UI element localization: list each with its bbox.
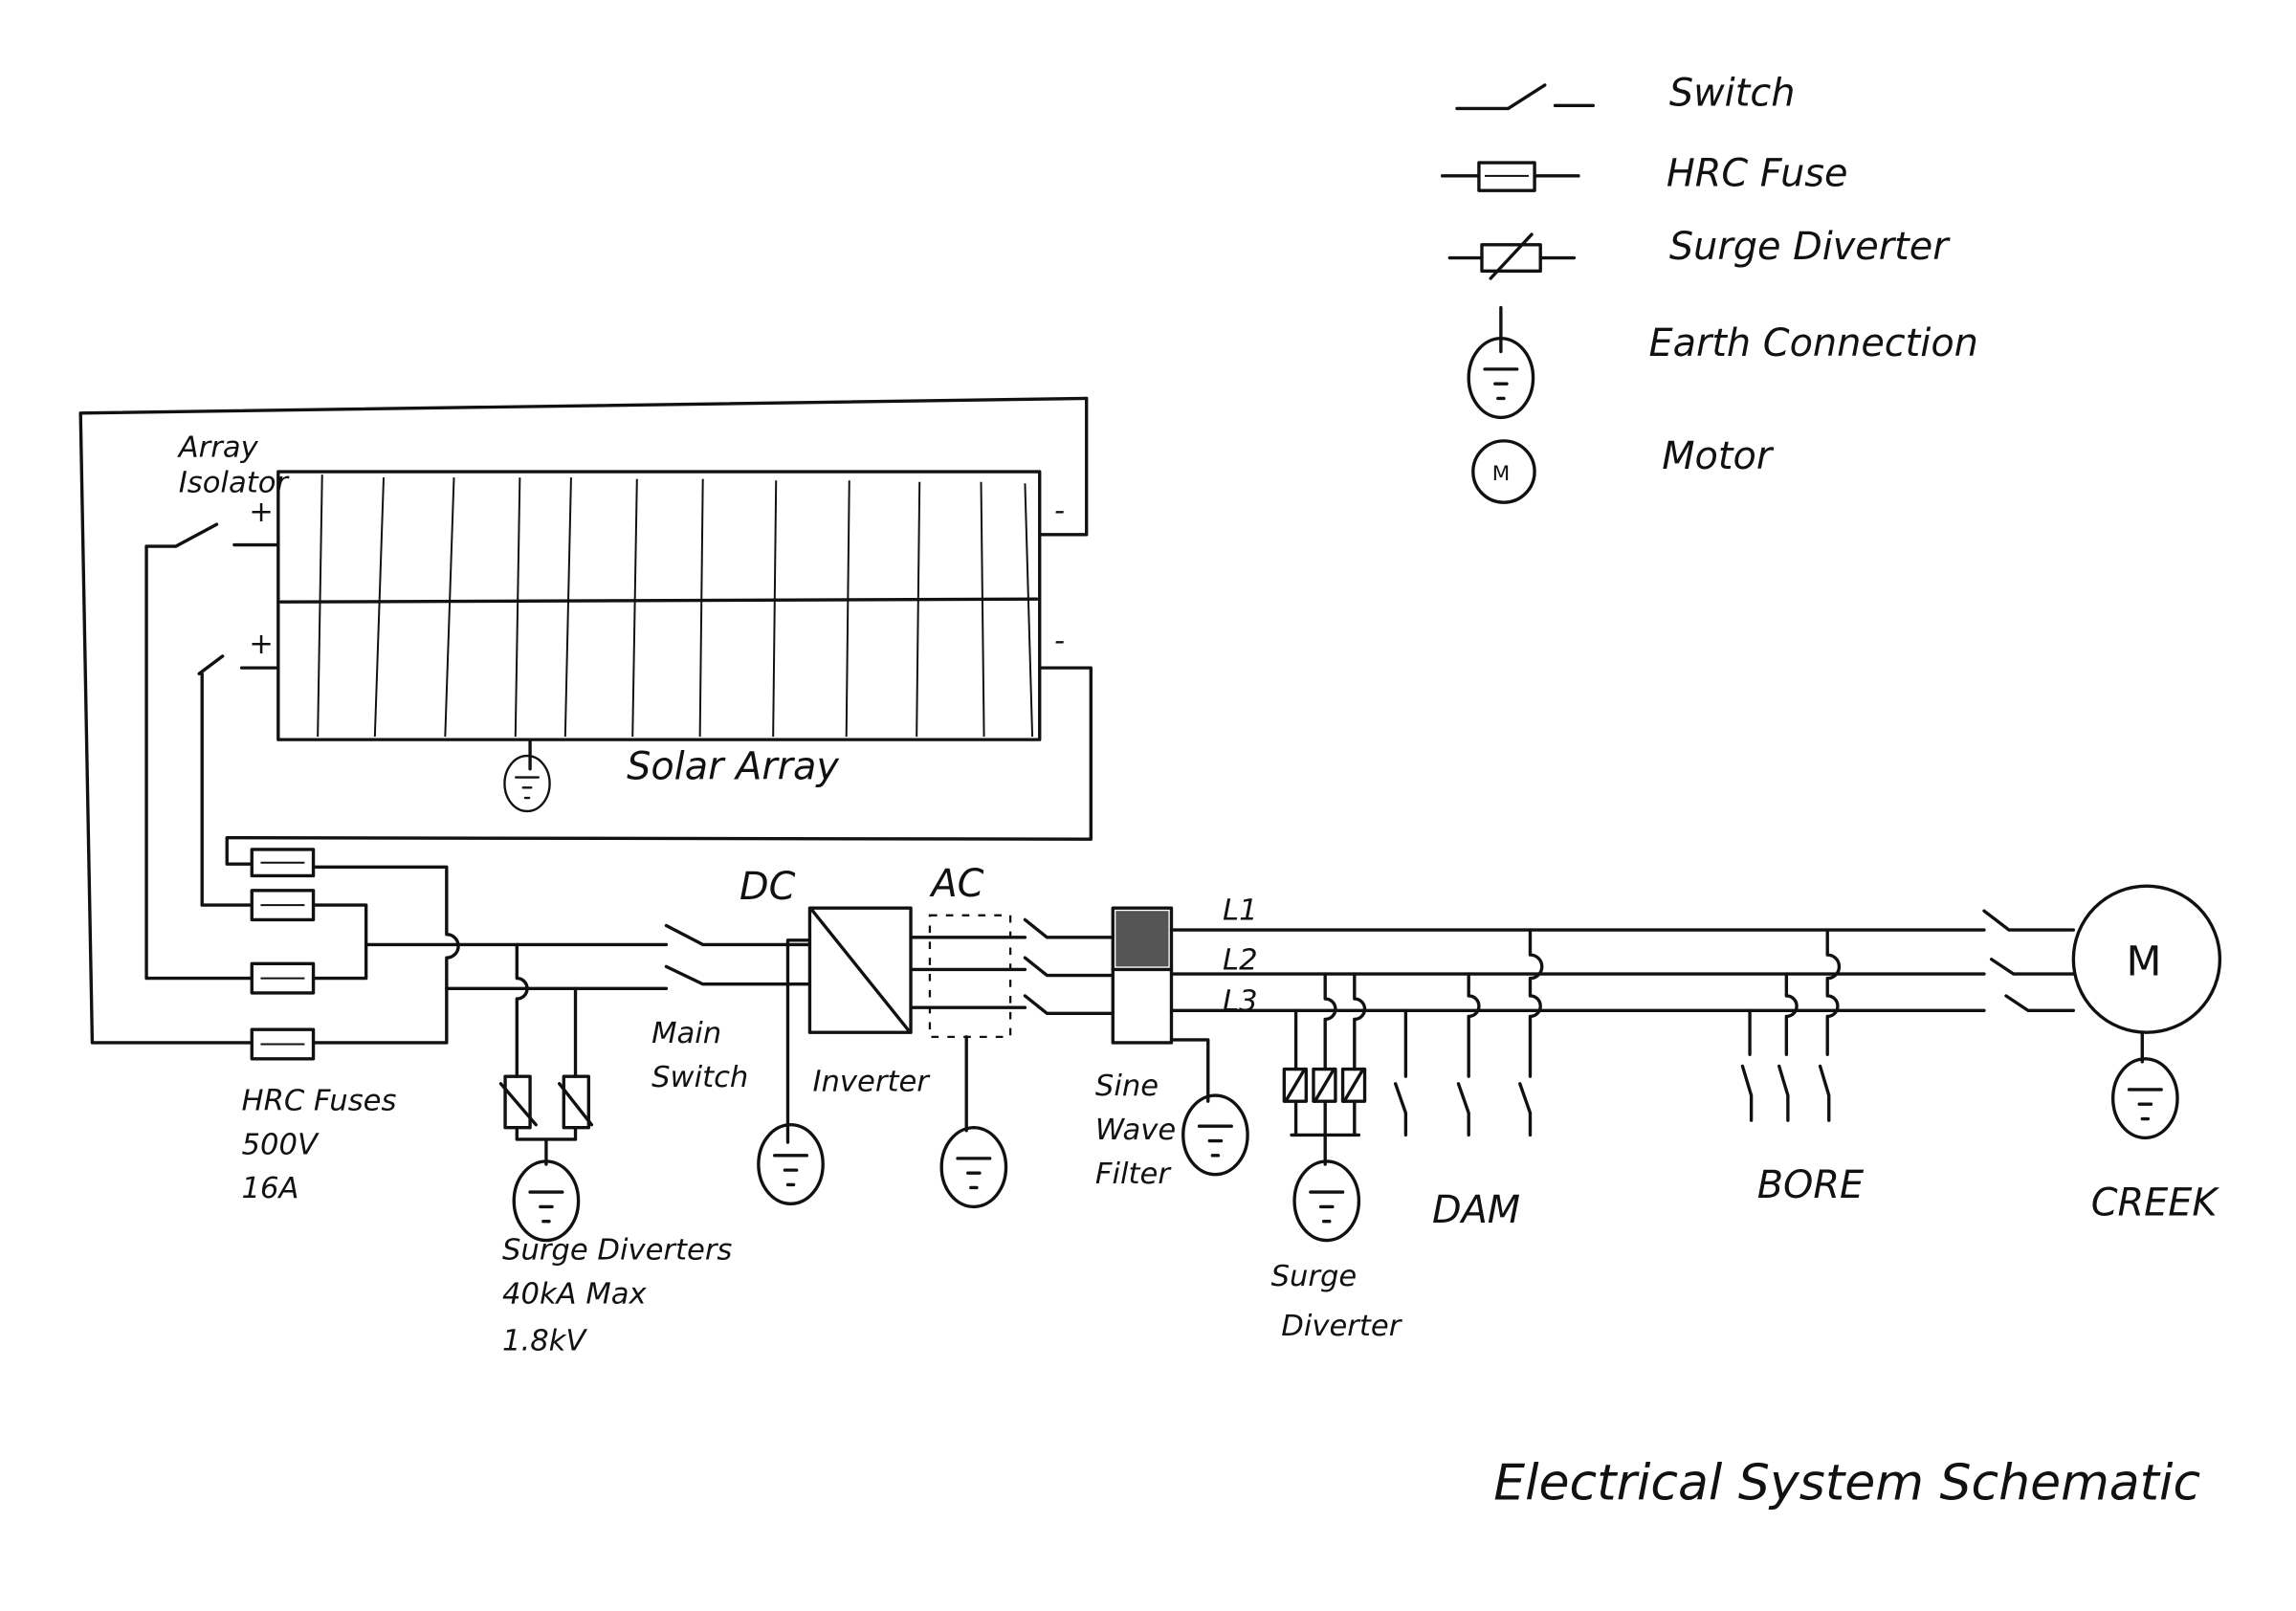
dc-label: DC xyxy=(740,865,796,909)
hrc-fuses-label: HRC Fuses xyxy=(242,1084,397,1117)
minus-terminal-label-2: - xyxy=(1054,625,1065,658)
bore-label: BORE xyxy=(1757,1163,1865,1207)
three-phase-lines xyxy=(1169,928,1986,1012)
motor-symbol: M xyxy=(2126,938,2161,986)
filter-label-2: Wave xyxy=(1095,1114,1176,1147)
solar-array-earth-icon xyxy=(503,738,551,813)
legend-earth-label: Earth Connection xyxy=(1648,321,1977,365)
ac-section xyxy=(909,914,1115,1209)
diagram-title: Electrical System Schematic xyxy=(1493,1455,2200,1512)
hrc-fuses-voltage: 500V xyxy=(242,1128,320,1161)
bore-taps xyxy=(1740,928,1842,1122)
legend-motor-label: Motor xyxy=(1662,434,1775,478)
ac-surge-diverters xyxy=(1282,972,1367,1243)
filter-label: Sine xyxy=(1095,1070,1159,1103)
surge-diverters-rating: 40kA Max xyxy=(502,1277,648,1311)
hrc-fuses-current: 16A xyxy=(242,1172,299,1205)
minus-terminal-label: - xyxy=(1054,495,1065,528)
array-isolator-label: Array xyxy=(177,431,259,465)
creek-motor: M xyxy=(1982,884,2222,1140)
ac-surge-diverter-label: Surge xyxy=(1271,1260,1358,1293)
array-isolator-label-2: Isolator xyxy=(179,466,291,499)
legend-fuse-icon xyxy=(1440,161,1580,192)
main-switch xyxy=(664,923,812,986)
legend-surge-diverter-label: Surge Diverter xyxy=(1669,225,1951,269)
ac-surge-diverter-label-2: Diverter xyxy=(1281,1310,1402,1343)
plus-terminal-label-2: + xyxy=(249,628,274,661)
creek-label: CREEK xyxy=(2091,1181,2220,1225)
plus-terminal-label: + xyxy=(249,496,274,529)
main-switch-label: Main xyxy=(651,1017,721,1050)
legend-fuse-label: HRC Fuse xyxy=(1667,152,1848,196)
main-switch-label-2: Switch xyxy=(651,1061,748,1094)
hrc-fuses xyxy=(250,848,316,1061)
sine-wave-filter xyxy=(1111,906,1249,1177)
ac-label: AC xyxy=(928,862,983,906)
legend: Switch HRC Fuse Surge Diverter Earth Con… xyxy=(1440,71,1978,504)
l3-label: L3 xyxy=(1223,984,1258,1018)
dam-label: DAM xyxy=(1432,1188,1520,1232)
legend-motor-icon: M xyxy=(1471,439,1536,504)
l1-label: L1 xyxy=(1223,894,1258,927)
inverter xyxy=(757,906,913,1206)
legend-switch-label: Switch xyxy=(1669,71,1796,115)
dam-taps xyxy=(1393,928,1544,1137)
svg-text:M: M xyxy=(1492,462,1510,486)
solar-array-label: Solar Array xyxy=(627,744,839,788)
filter-label-3: Filter xyxy=(1095,1158,1172,1191)
dc-wiring xyxy=(78,396,1093,1243)
legend-surge-diverter-icon xyxy=(1447,232,1577,280)
legend-switch-icon xyxy=(1455,83,1595,111)
legend-earth-icon xyxy=(1467,305,1535,420)
surge-diverters-voltage: 1.8kV xyxy=(502,1324,587,1357)
l2-label: L2 xyxy=(1223,943,1258,977)
inverter-label: Inverter xyxy=(812,1065,931,1098)
solar-array xyxy=(276,470,1042,741)
surge-diverters-label: Surge Diverters xyxy=(502,1233,732,1267)
